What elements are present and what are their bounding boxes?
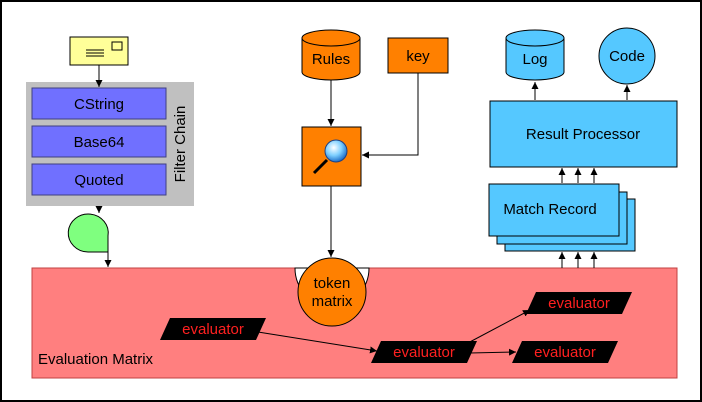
code-label: Code (609, 48, 645, 65)
evaluator-label-2: evaluator (393, 344, 455, 361)
filter-label-base64: Base64 (74, 134, 125, 151)
evaluator-node-3: evaluator (526, 292, 632, 314)
arrow-evaluator-2-to-4 (469, 348, 517, 356)
evaluator-node-2: evaluator (371, 341, 477, 363)
log-database: Log (505, 29, 565, 81)
evaluator-label-3: evaluator (548, 295, 610, 312)
filter-box-cstring: CString (31, 87, 167, 120)
match-record-stack: Match Record (488, 183, 636, 252)
key-label: key (406, 48, 430, 65)
token-matrix: token matrix (294, 257, 370, 327)
rules-label: Rules (312, 51, 350, 68)
filter-box-base64: Base64 (31, 125, 167, 158)
match-record-label: Match Record (503, 201, 596, 218)
filter-box-quoted: Quoted (31, 163, 167, 196)
evaluator-node-1: evaluator (160, 318, 266, 340)
result-processor: Result Processor (489, 100, 678, 168)
filter-chain-label: Filter Chain (172, 106, 189, 183)
matcher-box (301, 126, 362, 187)
arrow-evaluator-2-to-3 (465, 309, 531, 345)
result-processor-label: Result Processor (526, 126, 640, 143)
filter-label-cstring: CString (74, 96, 124, 113)
evaluation-matrix-label: Evaluation Matrix (38, 351, 154, 368)
rules-database: Rules (301, 29, 361, 81)
arrow-key-to-matcher (362, 73, 419, 159)
arrow-evaluator-1-to-2 (257, 331, 378, 354)
evaluator-label-1: evaluator (182, 321, 244, 338)
filter-label-quoted: Quoted (74, 172, 123, 189)
speech-bubble-icon (67, 213, 109, 253)
evaluator-label-4: evaluator (534, 344, 596, 361)
key-box: key (387, 37, 449, 74)
envelope-icon (69, 36, 129, 66)
log-label: Log (522, 51, 547, 68)
code-node: Code (598, 27, 656, 85)
token-matrix-line2: matrix (312, 293, 353, 310)
evaluator-node-4: evaluator (512, 341, 618, 363)
magnifier-icon (312, 139, 348, 175)
token-matrix-line1: token (314, 275, 351, 292)
